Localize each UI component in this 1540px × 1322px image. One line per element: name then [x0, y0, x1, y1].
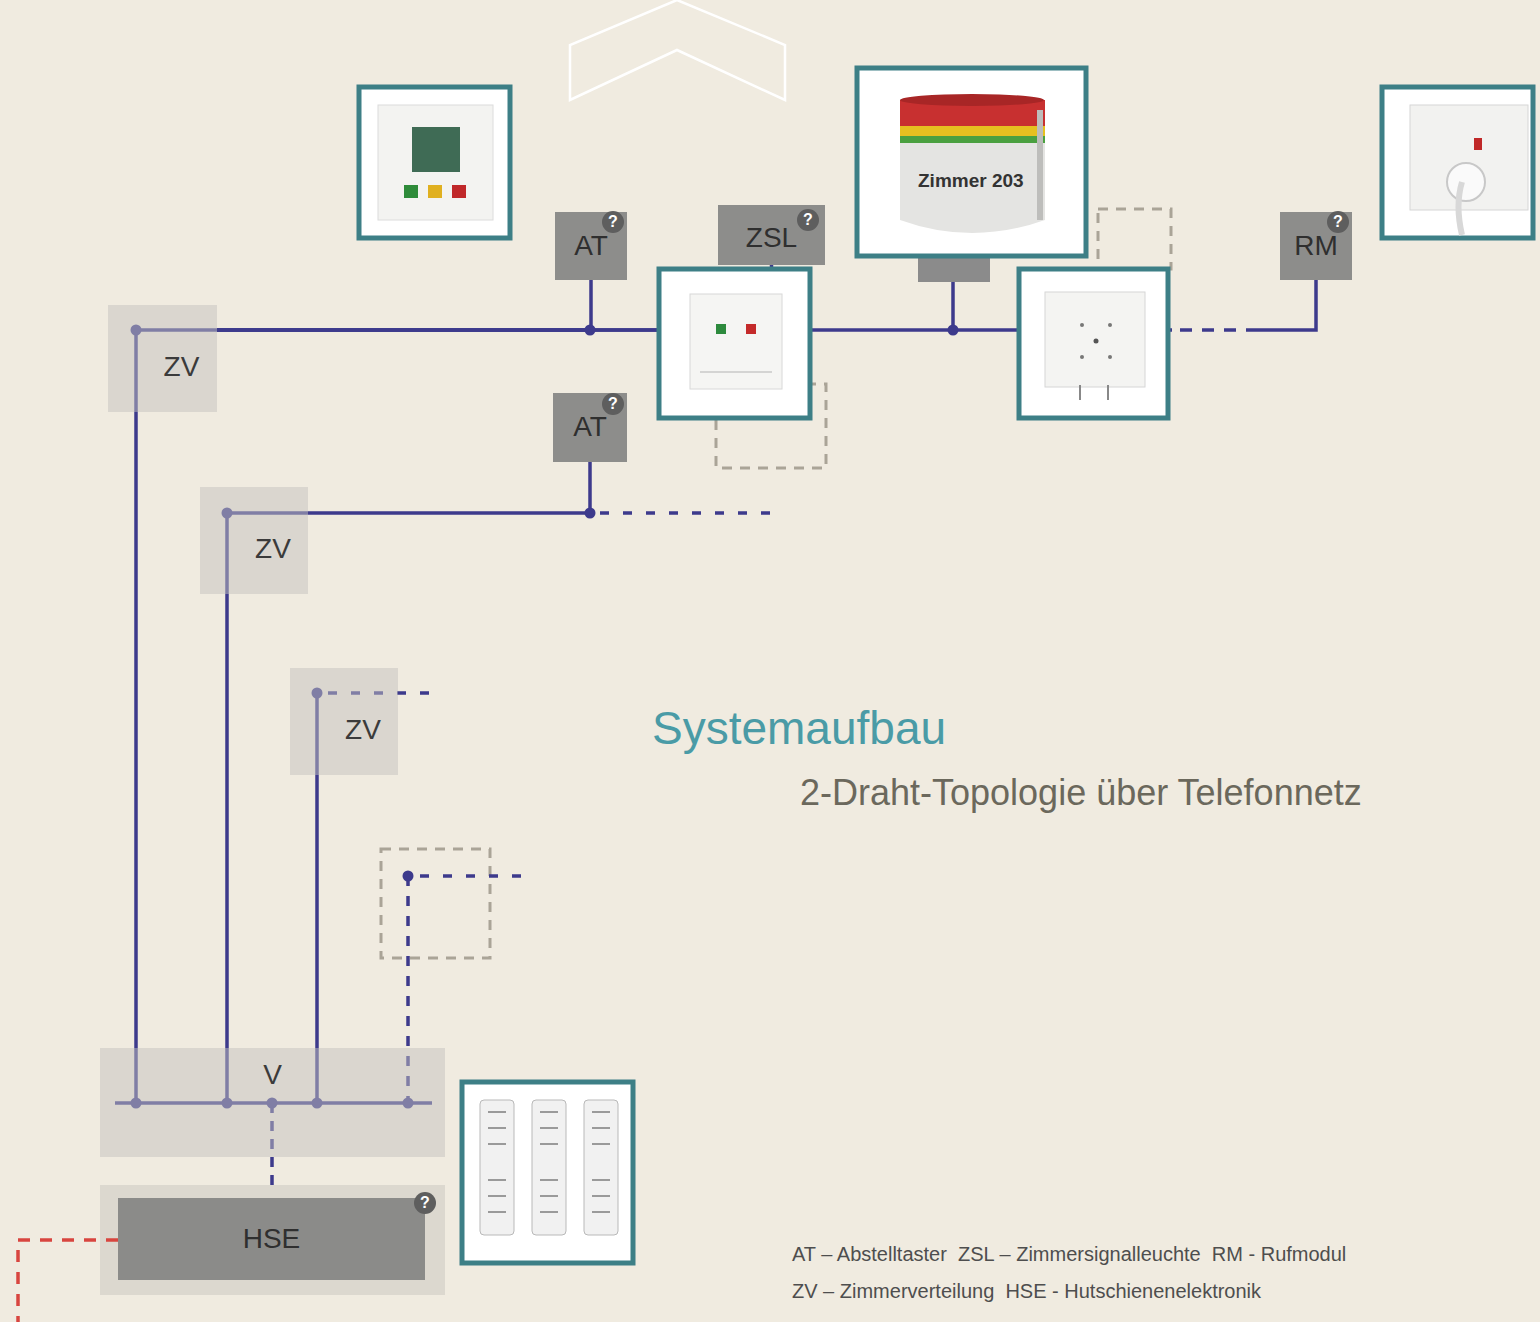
dotted-wire [420, 874, 530, 878]
help-badge: ? [414, 1192, 436, 1214]
wire [225, 1048, 229, 1103]
distributor-band: V [100, 1048, 445, 1157]
switch-photo [659, 269, 810, 418]
lamp-inscription: Zimmer 203 [918, 170, 1024, 192]
node-label: HSE [243, 1224, 301, 1255]
chevron-outline [570, 0, 785, 100]
node-label: RM [1294, 231, 1338, 262]
wire [225, 513, 229, 594]
hse-band [100, 1185, 445, 1295]
abbreviation-note: ZV – Zimmerverteilung HSE - Hutschienene… [792, 1280, 1261, 1303]
module-box: AT [555, 212, 627, 280]
wire [136, 328, 217, 332]
wire [227, 511, 308, 515]
panel-photo [359, 87, 510, 238]
room-distribution-box: ZV [290, 668, 398, 775]
help-badge: ? [602, 393, 624, 415]
dotted-wire [600, 511, 775, 515]
node-label: AT [574, 231, 608, 262]
node-label: AT [573, 412, 607, 443]
placeholder-box [381, 849, 490, 958]
dashed-wire [1180, 328, 1252, 332]
socket-photo [1019, 269, 1168, 418]
room-distribution-box: ZV [108, 305, 217, 412]
wire [315, 1048, 319, 1103]
help-badge: ? [1327, 211, 1349, 233]
ground-patch [1172, 323, 1252, 337]
wire [134, 330, 138, 412]
room-distribution-box: ZV [200, 487, 308, 594]
module-box: AT [553, 393, 627, 462]
module-box: ZSL [718, 205, 825, 265]
node-label: ZSL [746, 223, 797, 254]
node-label: ZV [255, 534, 291, 565]
wire [315, 693, 319, 775]
junction-dots [131, 325, 959, 1109]
placeholder-box [1098, 209, 1171, 269]
dotted-wire [328, 691, 430, 695]
node-label: V [263, 1060, 282, 1091]
abbreviation-note: AT – Abstelltaster ZSL – Zimmersignalleu… [792, 1243, 1346, 1266]
dashed-wire [270, 1103, 274, 1157]
signal-lamp-photo [857, 68, 1086, 256]
wire-connector [134, 412, 138, 1048]
wire-connector [217, 280, 591, 330]
node-label: ZV [345, 715, 381, 746]
wire-connector [315, 775, 319, 1048]
module-box: RM [1280, 212, 1352, 280]
dashed-wire [406, 876, 410, 1103]
diagram-subtitle: 2-Draht-Topologie über Telefonnetz [800, 772, 1362, 813]
red-dashed-wire [18, 1240, 118, 1322]
wire-connector [308, 462, 590, 513]
help-badge: ? [797, 209, 819, 231]
node-label: ZV [164, 352, 200, 383]
diagram-title: Systemaufbau [652, 702, 946, 755]
din-rail-photo [462, 1082, 633, 1263]
wire-connector [225, 594, 229, 1048]
wire [134, 1048, 138, 1103]
rail-electronics-box: HSE [118, 1198, 425, 1280]
bus-stub [951, 282, 955, 330]
help-badge: ? [602, 211, 624, 233]
call-module-photo [1382, 87, 1533, 238]
